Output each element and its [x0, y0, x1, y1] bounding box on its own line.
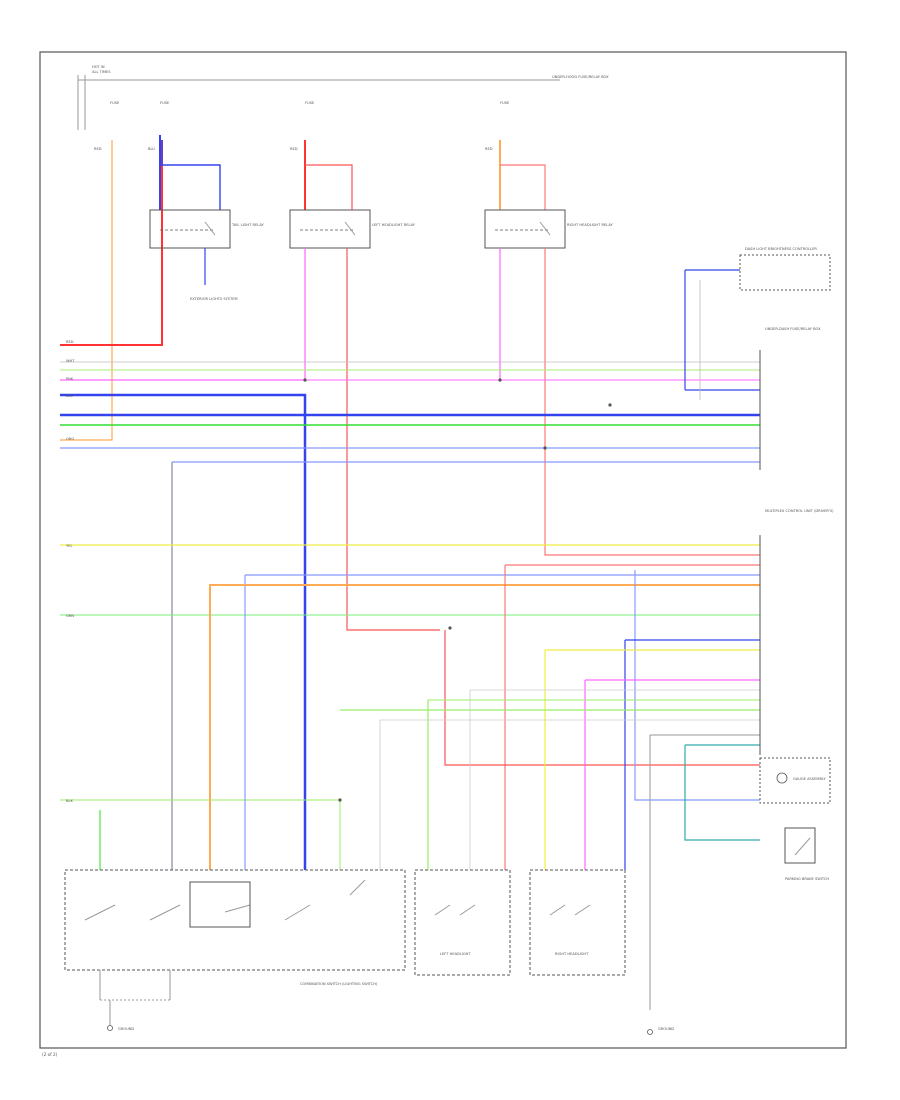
top-note-line-1: HOT IN: [92, 65, 105, 69]
side-note-top-right: UNDER-HOOD FUSE/RELAY BOX: [552, 75, 609, 79]
dash-light-label: DASH LIGHT BRIGHTNESS CONTROLLER: [745, 247, 817, 251]
right-headlight: RIGHT HEADLIGHT: [529, 869, 626, 976]
exterior-lights-label: EXTERIOR LIGHTS SYSTEM: [190, 297, 238, 301]
wire-code-6: ORG: [66, 437, 74, 441]
relay-label-tail: TAIL LIGHT RELAY: [231, 223, 264, 227]
wire-red-to-gauge: [444, 630, 760, 766]
wire-pink-relay3-down: [544, 248, 760, 556]
combination-switch-label: COMBINATION SWITCH (LIGHTING SWITCH): [300, 982, 378, 986]
wire-code-3: RED: [290, 147, 298, 151]
wire-code-10: GRN: [66, 614, 74, 618]
wire-blue-right: [634, 570, 760, 801]
gauge-label: GAUGE ASSEMBLY: [793, 777, 826, 781]
under-dash-box: UNDER-DASH FUSE/RELAY BOX: [759, 327, 821, 470]
wire-violet-relay2: [60, 248, 306, 381]
wire-code-1: RED: [94, 147, 102, 151]
gauge-assembly: GAUGE ASSEMBLY: [759, 757, 831, 804]
wire-code-9: WHT: [66, 359, 75, 363]
fuse-label-4: FUSE: [500, 101, 510, 105]
wire-pink-relay3: [500, 164, 546, 210]
relay-label-right-headlight: RIGHT HEADLIGHT RELAY: [567, 223, 613, 227]
relay-right-headlight: RIGHT HEADLIGHT RELAY: [484, 209, 613, 249]
wire-code-12: BLK: [66, 799, 73, 803]
fuse-label-2: FUSE: [160, 101, 170, 105]
parking-brake-label: PARKING BRAKE SWITCH: [785, 877, 829, 881]
trunk-blue-thick: [60, 393, 307, 870]
dash-light-controller: DASH LIGHT BRIGHTNESS CONTROLLER: [739, 247, 831, 291]
wire-code-4: RED: [485, 147, 493, 151]
ground-right: GROUND: [647, 1027, 674, 1035]
junction-dots: [303, 378, 612, 802]
under-dash-label: UNDER-DASH FUSE/RELAY BOX: [765, 327, 821, 331]
feed-wires: [60, 135, 546, 441]
combination-switch: COMBINATION SWITCH (LIGHTING SWITCH): [64, 869, 406, 986]
wire-orange-left: [60, 140, 113, 441]
wire-red-left: [60, 140, 163, 346]
mpcs-label: MULTIPLEX CONTROL UNIT (DRIVER'S): [765, 509, 834, 513]
page-label: (2 of 2): [42, 1052, 58, 1057]
wire-code-11: PNK: [66, 377, 74, 381]
mpcs-wires: [209, 269, 760, 1010]
relay-label-left-headlight: LEFT HEADLIGHT RELAY: [372, 223, 416, 227]
right-headlight-label: RIGHT HEADLIGHT: [555, 952, 589, 956]
left-headlight-label: LEFT HEADLIGHT: [440, 952, 471, 956]
fuse-label-3: FUSE: [305, 101, 315, 105]
relay-tail-light: TAIL LIGHT RELAY: [149, 209, 264, 249]
wire-blue-relay1: [161, 140, 221, 210]
trunk-lines: [60, 361, 760, 870]
wire-code-7: BLU: [66, 394, 73, 398]
multiplex-unit: MULTIPLEX CONTROL UNIT (DRIVER'S): [759, 509, 834, 755]
top-bus: HOT IN ALL TIMES UNDER-HOOD FUSE/RELAY B…: [77, 65, 609, 130]
relay-left-headlight: LEFT HEADLIGHT RELAY: [289, 209, 416, 249]
diagram-frame: [39, 51, 847, 1049]
wire-pink-relay2: [305, 164, 353, 210]
wire-code-2: BLU: [148, 147, 155, 151]
wire-code-8: RED: [66, 340, 74, 344]
left-headlight: LEFT HEADLIGHT: [414, 869, 511, 976]
wire-teal: [684, 745, 760, 841]
ground-left: GROUND: [99, 970, 171, 1031]
parking-brake-switch: PARKING BRAKE SWITCH: [784, 827, 829, 881]
top-note-line-2: ALL TIMES: [92, 70, 111, 74]
wire-code-5: YEL: [66, 544, 72, 548]
ground-left-label: GROUND: [118, 1027, 134, 1031]
wire-red-relay2-down: [346, 248, 440, 631]
wire-orange-mpcs: [209, 584, 760, 870]
trunk-lightgreen-bottom: [60, 799, 341, 870]
fuse-label-1: FUSE: [110, 101, 120, 105]
ground-right-label: GROUND: [658, 1027, 674, 1031]
wire-code-labels: RED BLU RED RED YEL ORG BLU RED WHT GRN …: [66, 147, 493, 803]
fuses: FUSE FUSE FUSE FUSE: [110, 101, 510, 105]
relay-outputs: EXTERIOR LIGHTS SYSTEM: [60, 248, 760, 631]
